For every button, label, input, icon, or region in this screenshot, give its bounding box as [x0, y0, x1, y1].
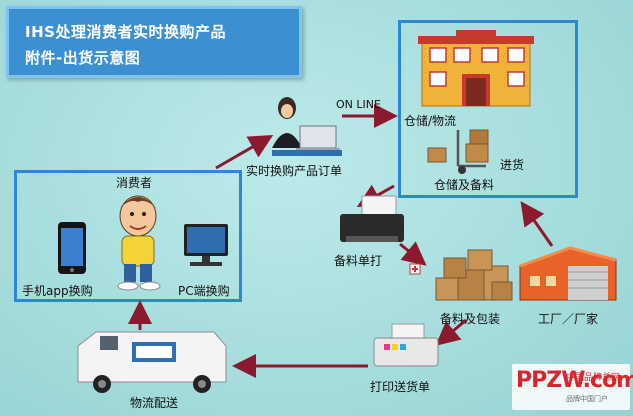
prep-pack-label: 备料及包装 — [440, 312, 501, 326]
arrow-boxes-to-slip — [435, 318, 467, 346]
prep-print-label: 备料单打 — [334, 254, 383, 268]
title-line-1: IHS处理消费者实时换购产品 — [25, 23, 226, 41]
inbound-label: 进货 — [500, 158, 525, 172]
delivery-van-icon — [77, 331, 227, 393]
watermark-line-2: 品牌中国门户 — [566, 395, 608, 403]
realtime-order-label: 实时换购产品订单 — [246, 164, 343, 178]
title-panel: IHS处理消费者实时换购产品 附件-出货示意图 — [6, 6, 302, 78]
printer-icon — [340, 195, 404, 242]
watermark-logo-text: PPZW.com — [516, 368, 633, 393]
watermark-logo: PPZW.com 中国品牌总网 品牌中国门户 — [512, 364, 633, 410]
warehouse-building-icon — [418, 30, 534, 107]
plus-marker-icon — [409, 263, 421, 275]
pc-monitor-icon — [184, 224, 228, 266]
title-line-2: 附件-出货示意图 — [25, 49, 141, 67]
watermark-line-1: 中国品牌总网 — [566, 373, 621, 383]
warehouse-logistics-label: 仓储/物流 — [404, 114, 457, 128]
arrow-factory-to-warehouse — [520, 201, 554, 247]
cardboard-boxes-icon — [435, 249, 513, 301]
mobile-app-label: 手机app换购 — [22, 284, 93, 298]
color-printer-icon — [373, 323, 439, 367]
order-operator-icon — [272, 97, 342, 156]
smartphone-icon — [58, 222, 86, 274]
pc-label: PC端换购 — [178, 284, 230, 298]
factory-label: 工厂／厂家 — [538, 312, 599, 326]
print-slip-label: 打印送货单 — [370, 380, 431, 394]
warehouse-frame — [398, 20, 578, 198]
arrow-consumer-to-order — [215, 135, 274, 170]
arrow-printer-to-boxes — [399, 241, 427, 266]
warehouse-prep-label: 仓储及备料 — [434, 178, 495, 192]
logistics-label: 物流配送 — [130, 396, 179, 410]
hand-truck-icon — [427, 129, 489, 174]
consumer-label: 消费者 — [116, 176, 153, 190]
online-label: ON LINE — [336, 98, 381, 111]
factory-icon — [519, 246, 617, 301]
consumer-cartoon-icon — [117, 195, 161, 291]
